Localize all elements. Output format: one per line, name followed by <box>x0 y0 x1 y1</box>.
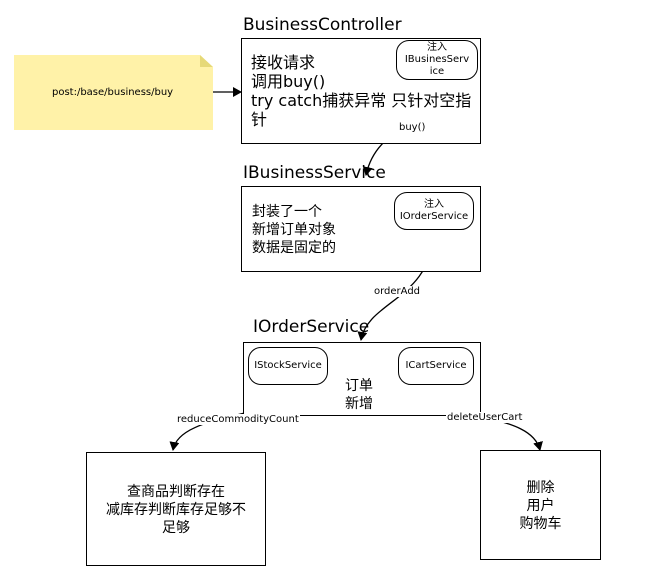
order-add-edge-label: orderAdd <box>373 286 422 297</box>
iorder-service-title: IOrderService <box>253 317 370 337</box>
ibusiness-service-title: IBusinessService <box>243 163 386 183</box>
stock-service-node: IStockService <box>248 347 328 385</box>
stock-check-text: 查商品判断存在 减库存判断库存足够不 足够 <box>106 484 246 536</box>
stock-check-box: 查商品判断存在 减库存判断库存足够不 足够 <box>86 452 266 566</box>
iorder-service-text: 订单 新增 <box>345 378 373 412</box>
business-controller-title: BusinessController <box>243 15 402 35</box>
delete-cart-text: 删除 用户 购物车 <box>519 480 562 532</box>
inject-ibusiness-service: 注入 IBusinesServ ice <box>396 40 478 80</box>
delete-cart-edge-label: deleteUserCart <box>446 412 524 423</box>
sticky-note-shape <box>14 55 213 130</box>
inject-iorder-service: 注入 IOrderService <box>394 192 474 230</box>
reduce-edge-label: reduceCommodityCount <box>176 414 300 425</box>
ibusiness-service-text: 封装了一个 新增订单对象 数据是固定的 <box>252 204 336 256</box>
cart-service-node: ICartService <box>398 347 474 385</box>
delete-cart-box: 删除 用户 购物车 <box>480 450 601 560</box>
buy-edge-label: buy() <box>398 122 427 133</box>
request-note: post:/base/business/buy <box>52 87 174 98</box>
business-controller-text: 接收请求 调用buy() try catch捕获异常 只针对空指 针 <box>251 53 472 129</box>
